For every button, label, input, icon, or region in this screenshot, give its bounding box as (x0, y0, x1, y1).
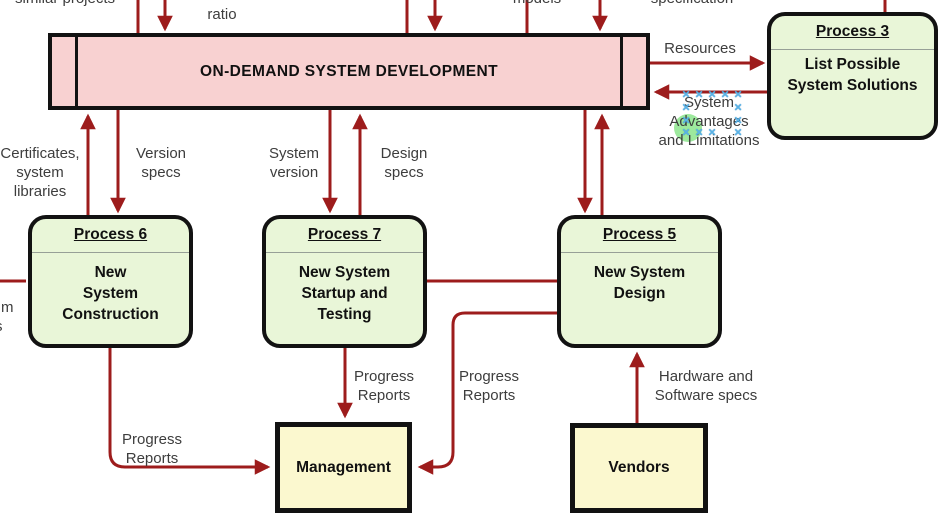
vendors-entity-box[interactable]: Vendors (570, 423, 708, 513)
process-7-body: New System Startup and Testing (298, 264, 391, 323)
process-7-header: Process 7 (266, 219, 423, 253)
label-partial-left-1[interactable]: m (1, 299, 14, 316)
process-5-header: Process 5 (561, 219, 718, 253)
selection-handle-icon[interactable] (708, 88, 716, 101)
label-progress-reports-right[interactable]: Progress Reports (458, 368, 520, 404)
management-label: Management (296, 458, 391, 476)
process-6-body: New System Construction (62, 264, 159, 323)
label-design-specs[interactable]: Design specs (380, 145, 428, 181)
process-3-header: Process 3 (771, 16, 934, 50)
main-process-left-divider (75, 37, 78, 106)
label-cost-benefit-ratio[interactable]: cost/benefit ratio (184, 0, 261, 23)
management-entity-box[interactable]: Management (275, 422, 412, 513)
label-similar-projects[interactable]: similar projects (15, 0, 115, 8)
label-partial-left-2[interactable]: s (0, 317, 3, 336)
selection-handle-icon[interactable] (682, 126, 690, 139)
process-3-box[interactable]: Process 3 List Possible System Solutions (767, 12, 938, 140)
selection-handle-icon[interactable] (695, 126, 703, 139)
process-6-header: Process 6 (32, 219, 189, 253)
label-specification[interactable]: specification (651, 0, 734, 8)
main-process-right-divider (620, 37, 623, 106)
main-process-title: ON-DEMAND SYSTEM DEVELOPMENT (200, 62, 498, 80)
label-progress-reports-mid[interactable]: Progress Reports (353, 368, 415, 404)
selection-handle-icon[interactable] (721, 88, 729, 101)
label-resources[interactable]: Resources (664, 40, 736, 57)
label-hardware-software[interactable]: Hardware and Software specs (654, 368, 758, 404)
selection-handle-icon[interactable] (708, 126, 716, 139)
label-system-version[interactable]: System version (268, 145, 320, 181)
process-3-body: List Possible System Solutions (787, 56, 918, 94)
label-system-advantages[interactable]: System Advantages and Limitations (658, 94, 760, 149)
selection-handle-icon[interactable] (695, 88, 703, 101)
process-5-box[interactable]: Process 5 New System Design (557, 215, 722, 348)
process-5-body: New System Design (593, 264, 686, 302)
process-6-box[interactable]: Process 6 New System Construction (28, 215, 193, 348)
selection-handle-icon[interactable] (734, 126, 742, 139)
main-process-box[interactable]: ON-DEMAND SYSTEM DEVELOPMENT (48, 33, 650, 110)
flow-process5-management[interactable] (417, 311, 557, 475)
vendors-label: Vendors (608, 459, 670, 476)
label-certificates[interactable]: Certificates, system libraries (0, 145, 80, 200)
label-version-specs[interactable]: Version specs (135, 145, 187, 181)
label-progress-reports-left[interactable]: Progress Reports (121, 431, 183, 467)
process-7-box[interactable]: Process 7 New System Startup and Testing (262, 215, 427, 348)
label-models[interactable]: models (513, 0, 561, 8)
flow-process6-management[interactable] (108, 348, 271, 475)
